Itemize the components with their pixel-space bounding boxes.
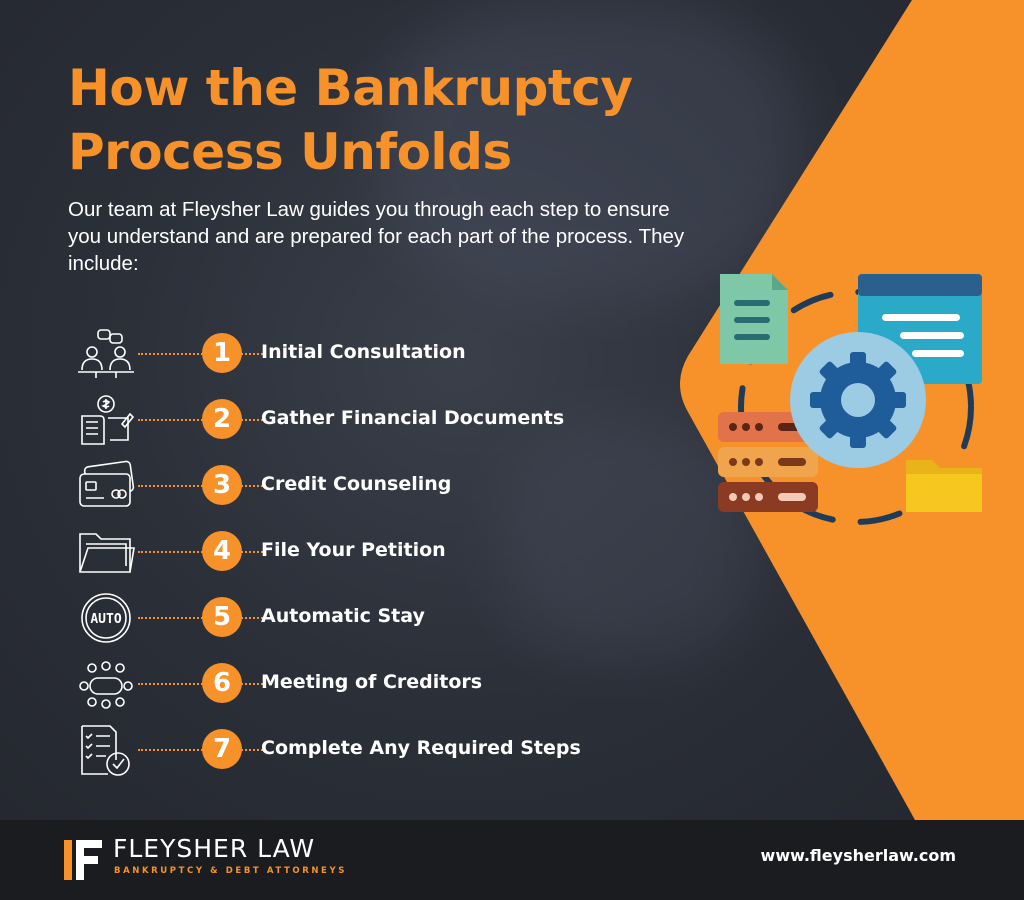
step-number: 3: [202, 465, 242, 505]
credit-card-icon: [76, 460, 136, 512]
step-number: 5: [202, 597, 242, 637]
step-item: AUTO 5 Automatic Stay: [74, 590, 694, 656]
step-item: 3 Credit Counseling: [74, 458, 694, 524]
step-number: 1: [202, 333, 242, 373]
gear-icon: [790, 332, 926, 468]
consultation-icon: [76, 328, 136, 380]
step-label: File Your Petition: [261, 539, 446, 561]
financial-documents-icon: [76, 394, 136, 446]
document-icon: [720, 274, 788, 364]
intro-text: Our team at Fleysher Law guides you thro…: [68, 198, 685, 275]
step-label: Gather Financial Documents: [261, 407, 565, 429]
auto-badge-text: AUTO: [90, 612, 121, 627]
step-label: Meeting of Creditors: [261, 671, 483, 693]
meeting-icon: [76, 658, 136, 710]
auto-badge-icon: AUTO: [76, 592, 136, 644]
step-label: Automatic Stay: [261, 605, 425, 627]
dashed-ring: [738, 289, 974, 525]
step-item: 4 File Your Petition: [74, 524, 694, 590]
brand-name: FLEYSHER LAW: [113, 834, 316, 863]
footer: FLEYSHER LAW BANKRUPTCY & DEBT ATTORNEYS…: [0, 820, 1024, 900]
website-link[interactable]: www.fleysherlaw.com: [760, 846, 956, 865]
yellow-folder-icon: [906, 460, 982, 512]
server-stack-icon: [718, 412, 818, 512]
brand-tagline: BANKRUPTCY & DEBT ATTORNEYS: [114, 866, 347, 876]
step-label: Initial Consultation: [261, 341, 466, 363]
fleysher-logo-icon: [64, 840, 102, 880]
step-number: 2: [202, 399, 242, 439]
step-label: Complete Any Required Steps: [261, 737, 581, 759]
page-title: How the Bankruptcy Process Unfolds: [68, 59, 633, 181]
step-item: 7 Complete Any Required Steps: [74, 722, 694, 788]
step-label: Credit Counseling: [261, 473, 452, 495]
folder-icon: [76, 526, 136, 578]
step-number: 4: [202, 531, 242, 571]
step-item: 1 Initial Consultation: [74, 326, 694, 392]
steps-list: 1 Initial Consultation 2 Gather Financia…: [74, 326, 694, 788]
step-item: 6 Meeting of Creditors: [74, 656, 694, 722]
process-illustration: [718, 274, 982, 525]
checklist-icon: [76, 724, 136, 776]
step-number: 6: [202, 663, 242, 703]
step-number: 7: [202, 729, 242, 769]
step-item: 2 Gather Financial Documents: [74, 392, 694, 458]
background-blur-shape: [380, 0, 800, 300]
